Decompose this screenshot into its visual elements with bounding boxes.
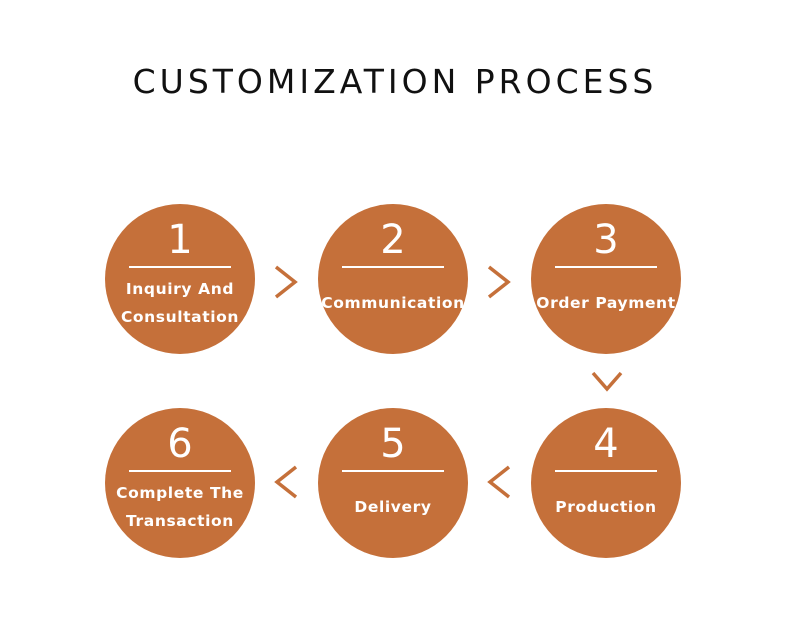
chevron-right-icon bbox=[274, 265, 298, 299]
step-divider bbox=[342, 470, 444, 472]
step-divider bbox=[555, 470, 657, 472]
step-number: 6 bbox=[167, 421, 193, 467]
step-divider bbox=[555, 266, 657, 268]
step-label-line: Transaction bbox=[126, 512, 234, 530]
page-title: CUSTOMIZATION PROCESS bbox=[132, 62, 658, 101]
step-label-line: Inquiry And bbox=[125, 280, 235, 298]
step-label-line: Communication bbox=[321, 294, 465, 312]
step-number: 2 bbox=[380, 217, 406, 263]
chevron-left-icon bbox=[487, 465, 511, 499]
step-label: Order Payment bbox=[525, 270, 687, 336]
step-label-line: Complete The bbox=[116, 484, 244, 502]
step-label-line: Consultation bbox=[120, 308, 240, 326]
step-label-line: Order Payment bbox=[536, 294, 676, 312]
step-divider bbox=[129, 470, 231, 472]
step-label: Production bbox=[525, 474, 687, 540]
chevron-right-icon bbox=[487, 265, 511, 299]
chevron-down-icon bbox=[591, 371, 623, 392]
step-number: 5 bbox=[380, 421, 406, 467]
step-label-line: Delivery bbox=[354, 498, 432, 516]
step-number: 3 bbox=[593, 217, 619, 263]
chevron-left-icon bbox=[274, 465, 298, 499]
step-label: Delivery bbox=[312, 474, 474, 540]
step-divider bbox=[129, 266, 231, 268]
step-label: Communication bbox=[312, 270, 474, 336]
step-divider bbox=[342, 266, 444, 268]
step-number: 4 bbox=[593, 421, 619, 467]
step-number: 1 bbox=[167, 217, 193, 263]
step-label-line: Production bbox=[555, 498, 657, 516]
